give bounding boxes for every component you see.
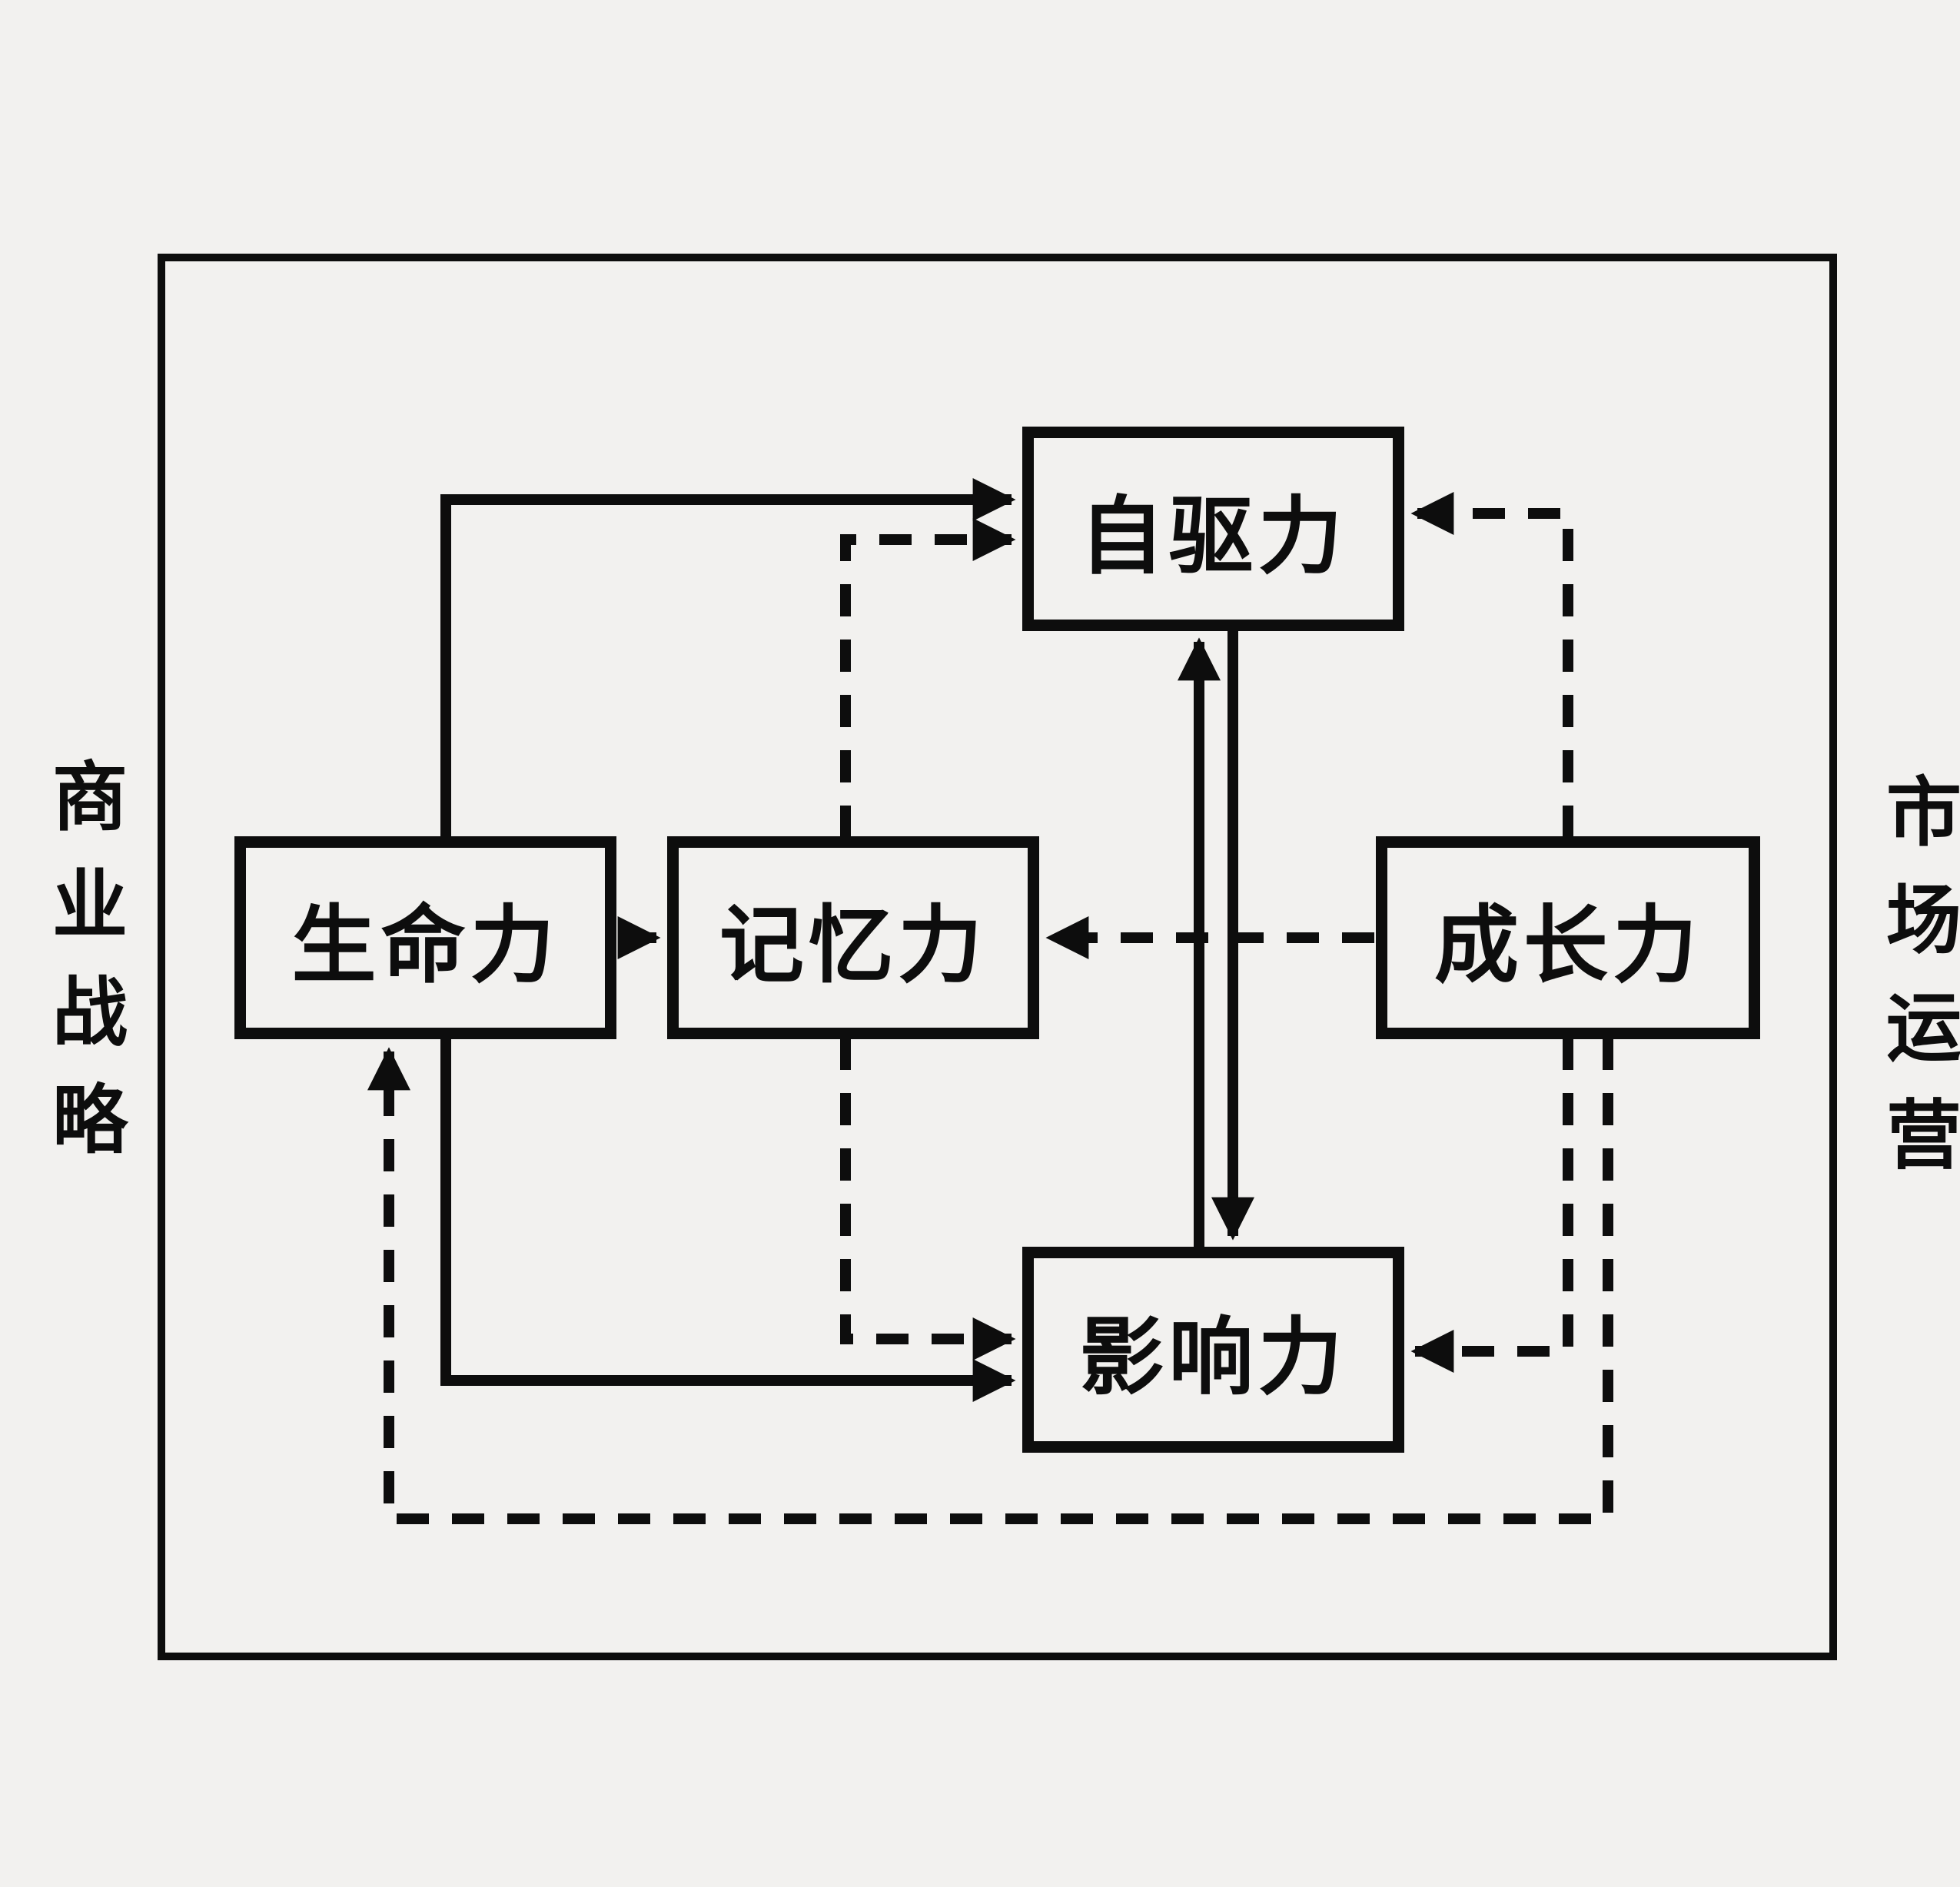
- node-vitality: 生命力: [234, 836, 616, 1039]
- left-axis-label: 商业战略: [42, 757, 126, 1188]
- edge-vitality-to-selfdrive: [440, 478, 1016, 838]
- edge-memory-to-selfdrive: [840, 518, 1016, 838]
- node-self-drive: 自驱力: [1022, 427, 1404, 631]
- node-influence-label: 影响力: [1079, 1311, 1347, 1405]
- edge-growth-to-influence: [1410, 1038, 1573, 1373]
- node-memory: 记忆力: [667, 836, 1039, 1039]
- node-memory-label: 记忆力: [719, 899, 987, 993]
- edge-memory-to-influence: [840, 1038, 1016, 1360]
- edge-vitality-to-influence: [440, 1038, 1016, 1402]
- node-influence: 影响力: [1022, 1247, 1404, 1453]
- node-growth-label: 成长力: [1434, 899, 1702, 993]
- node-vitality-label: 生命力: [291, 899, 560, 993]
- edge-growth-to-vitality: [367, 1038, 1613, 1524]
- node-growth: 成长力: [1376, 836, 1760, 1039]
- node-self-drive-label: 自驱力: [1079, 490, 1347, 584]
- right-axis-label: 市场运营: [1875, 772, 1960, 1203]
- edge-growth-to-selfdrive: [1410, 492, 1573, 838]
- diagram-frame: [158, 254, 1837, 1660]
